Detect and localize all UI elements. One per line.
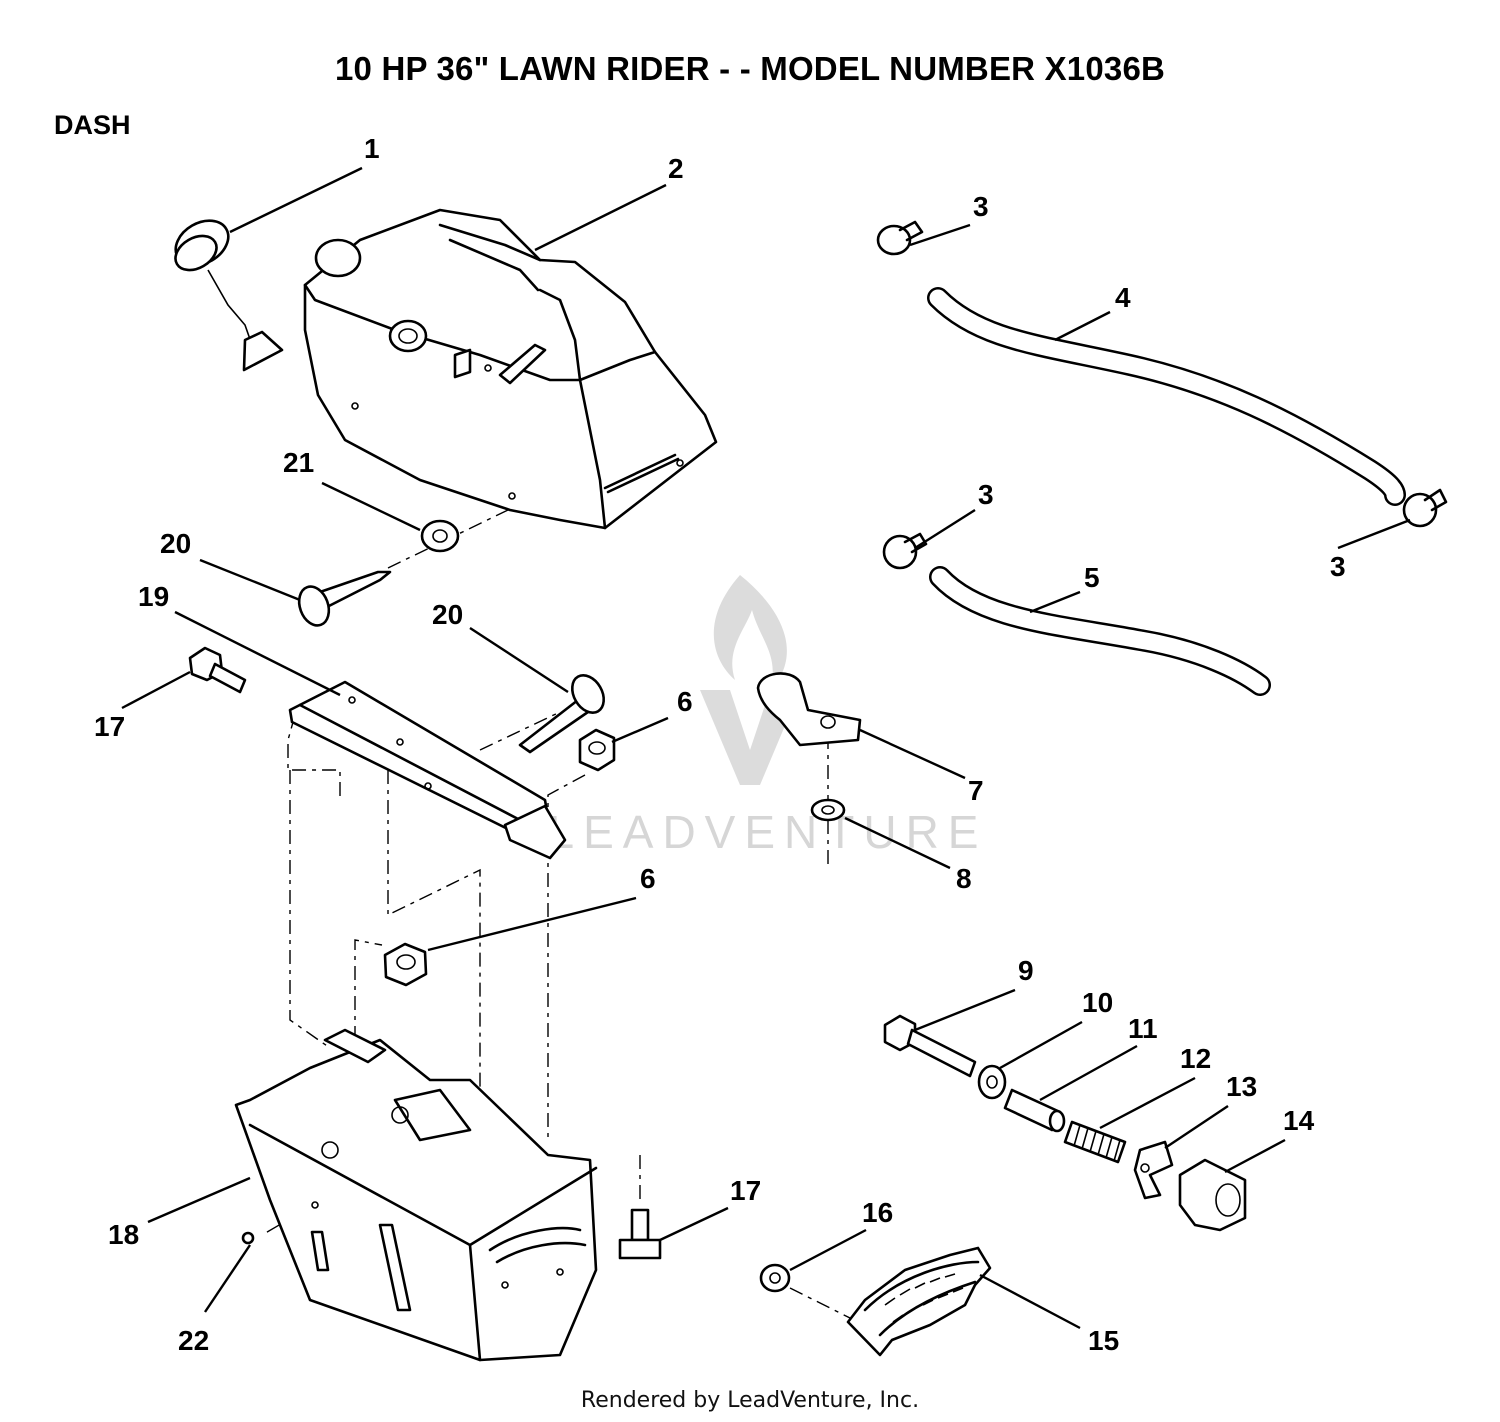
nut-6-upper-part[interactable] (578, 728, 616, 772)
callout-2: 2 (668, 153, 684, 184)
diagram-title: 10 HP 36" LAWN RIDER - - MODEL NUMBER X1… (334, 50, 1166, 87)
callout-9: 9 (1018, 955, 1034, 986)
fuel-hose-lower-part[interactable] (929, 566, 1271, 696)
leader-lines (121, 166, 1411, 1330)
spring-12-part[interactable] (1063, 1120, 1127, 1164)
nut-6-lower-part[interactable] (383, 942, 428, 987)
callout-13: 13 (1226, 1071, 1257, 1102)
callout-10: 10 (1082, 987, 1113, 1018)
callout-21: 21 (283, 447, 314, 478)
callout-3-right: 3 (1330, 551, 1346, 582)
callout-16: 16 (862, 1197, 893, 1228)
bushing-14-part[interactable] (1178, 1158, 1247, 1232)
footer-credit: Rendered by LeadVenture, Inc. (580, 1388, 920, 1413)
callout-3-middle: 3 (978, 479, 994, 510)
dash-housing-part[interactable] (303, 208, 718, 530)
lift-quadrant-plate-part[interactable] (846, 1246, 992, 1357)
hose-clamp-right-part[interactable] (1402, 488, 1448, 528)
callout-18: 18 (108, 1219, 139, 1250)
bolt-17-lower-part[interactable] (618, 1208, 662, 1260)
callout-14: 14 (1283, 1105, 1315, 1136)
callout-20-upper: 20 (160, 528, 191, 559)
callout-20-lower: 20 (432, 599, 463, 630)
callout-17-upper: 17 (94, 711, 125, 742)
callout-6-upper: 6 (677, 686, 693, 717)
callout-labels: 1 2 3 3 3 4 5 6 6 7 8 9 10 11 12 13 14 1… (94, 133, 1346, 1356)
callout-19: 19 (138, 581, 169, 612)
callout-7: 7 (968, 775, 984, 806)
hose-clip-bracket-part[interactable] (756, 672, 862, 747)
callout-8: 8 (956, 863, 972, 894)
callout-6-lower: 6 (640, 863, 656, 894)
hose-clamp-upper-part[interactable] (876, 220, 924, 256)
washer-10-part[interactable] (977, 1064, 1007, 1100)
clip-13-part[interactable] (1133, 1140, 1174, 1200)
bolt-9-part[interactable] (883, 1014, 977, 1078)
screw-20-upper-part[interactable] (294, 570, 392, 630)
callout-11: 11 (1128, 1013, 1158, 1044)
callout-3-upper: 3 (973, 191, 989, 222)
callout-1: 1 (364, 133, 380, 164)
washer-8-part[interactable] (810, 798, 846, 822)
screw-20-lower-part[interactable] (518, 670, 610, 754)
callout-4: 4 (1115, 282, 1131, 313)
fuel-cap-part[interactable] (168, 212, 284, 372)
callout-22: 22 (178, 1325, 209, 1356)
lower-dash-panel-part[interactable] (234, 1028, 598, 1362)
dash-bracket-rail-part[interactable] (288, 680, 567, 860)
callout-12: 12 (1180, 1043, 1211, 1074)
section-label: DASH (54, 110, 131, 140)
washer-21-part[interactable] (420, 519, 460, 553)
spacer-11-part[interactable] (1003, 1088, 1066, 1133)
callout-5: 5 (1084, 562, 1100, 593)
nut-16-part[interactable] (759, 1263, 791, 1293)
callout-17-lower: 17 (730, 1175, 761, 1206)
pushnut-22-part[interactable] (241, 1231, 255, 1245)
fuel-hose-upper-part[interactable] (927, 287, 1406, 506)
hose-clamp-lower-part[interactable] (882, 532, 928, 570)
callout-15: 15 (1088, 1325, 1119, 1356)
watermark-text: LEADVENTURE (548, 806, 988, 858)
bolt-17-upper-part[interactable] (188, 646, 247, 694)
